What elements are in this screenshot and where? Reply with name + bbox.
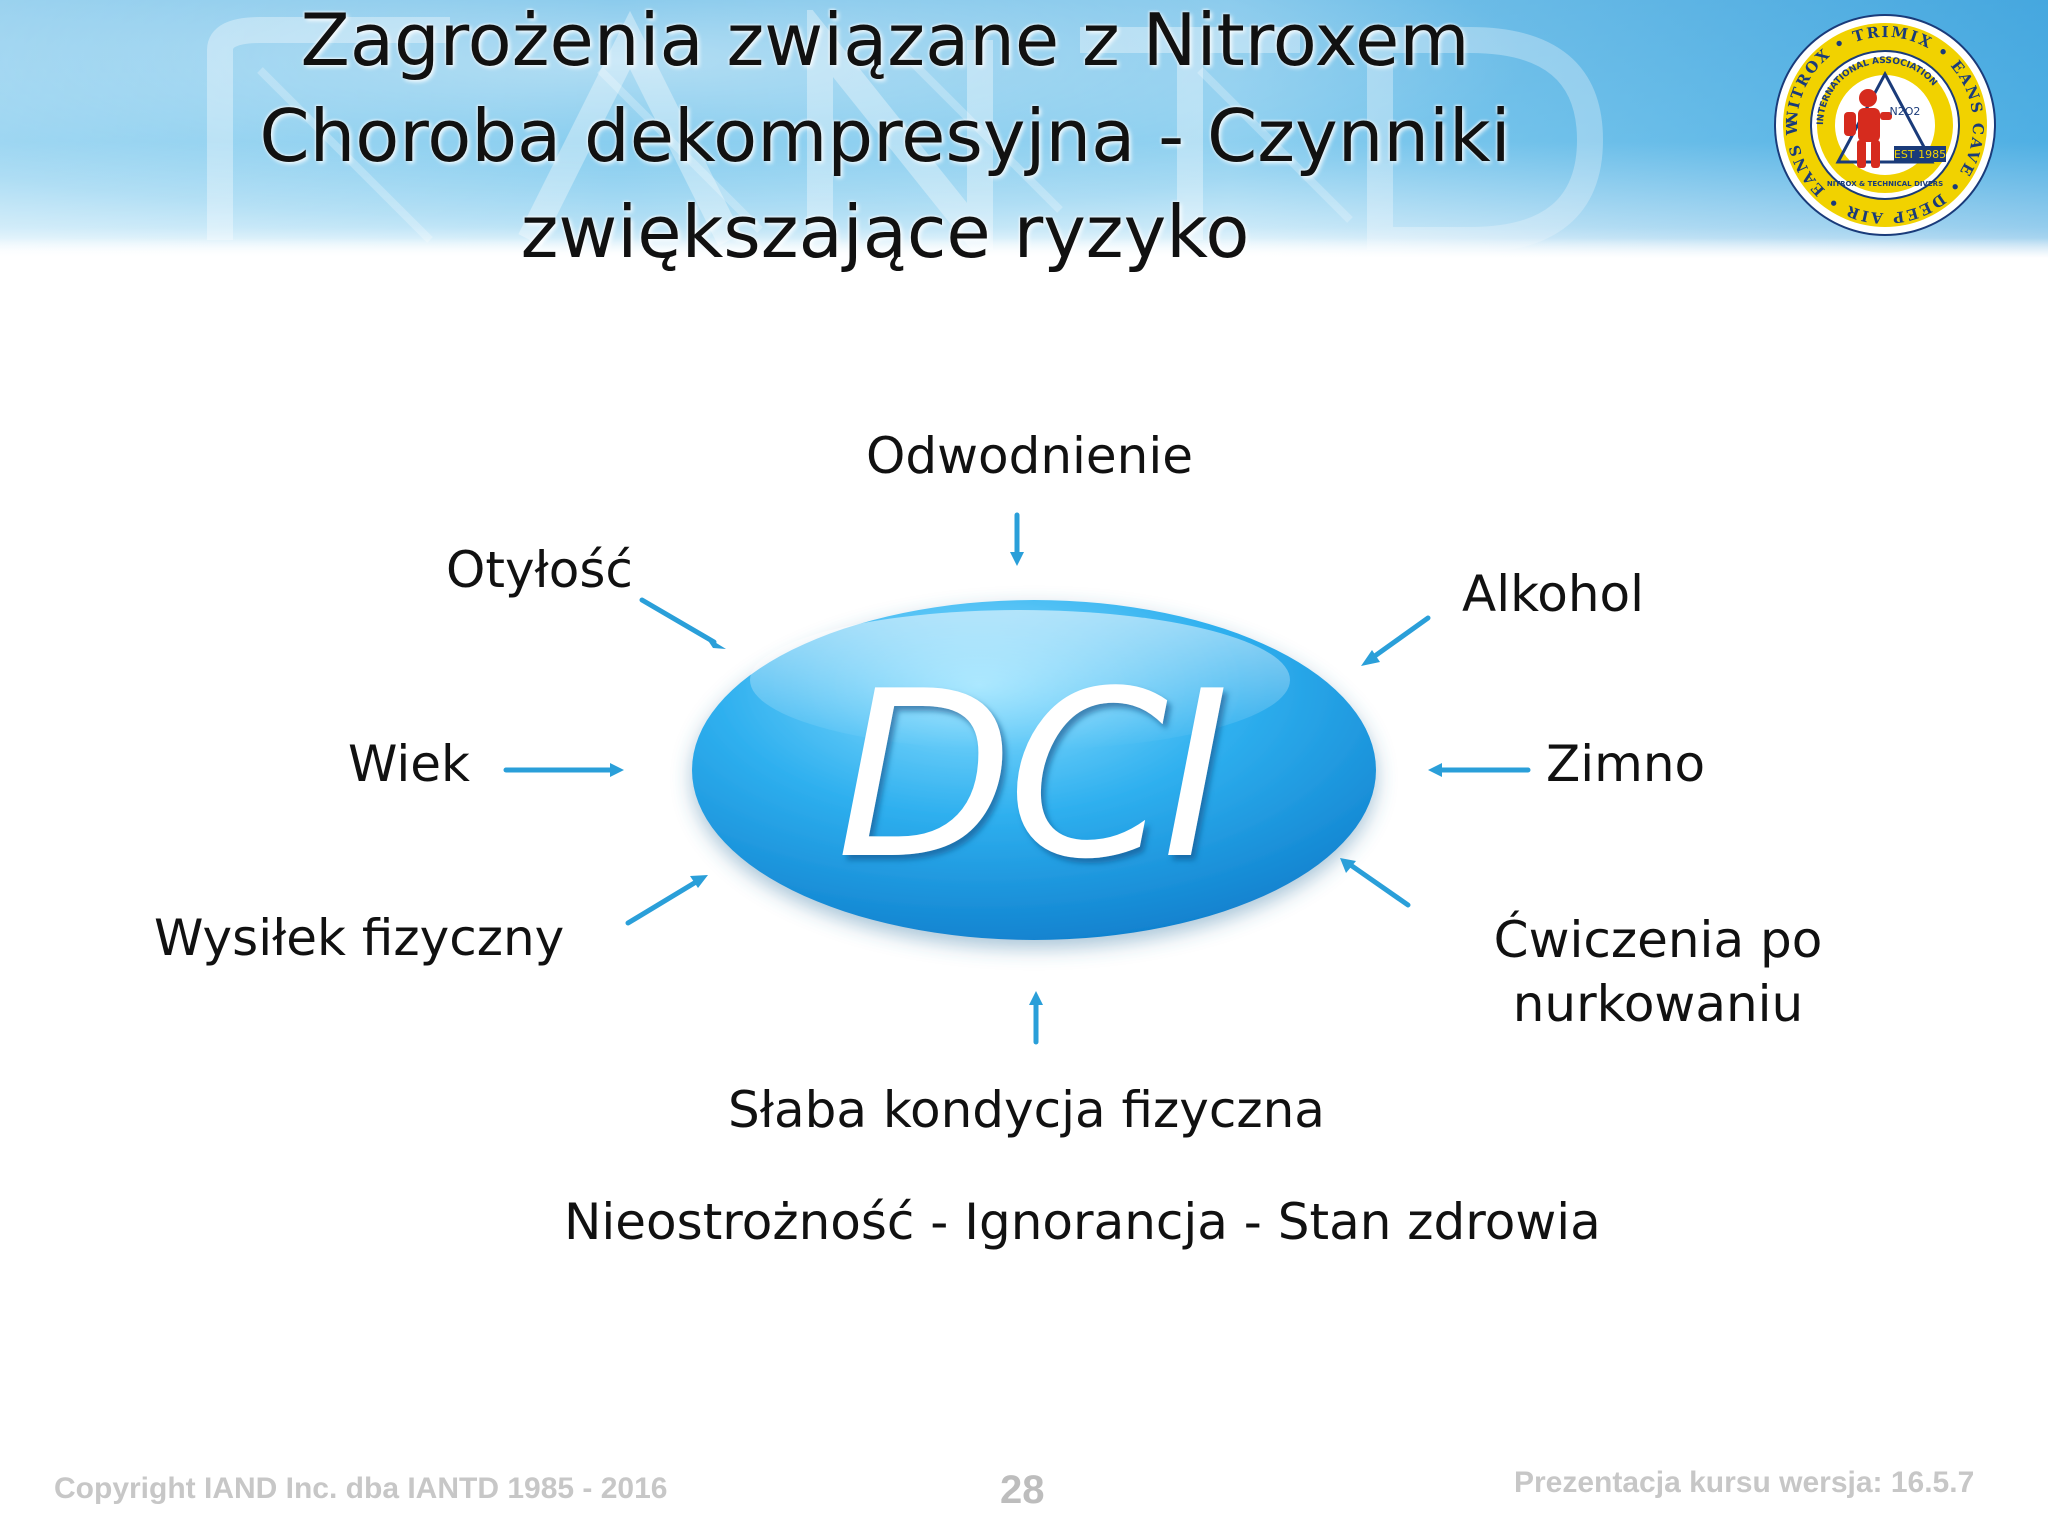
arrow-from-top xyxy=(1010,512,1024,566)
factor-bottom-right-line-1: Ćwiczenia po xyxy=(1493,911,1823,969)
diver-figure-icon xyxy=(1844,89,1892,168)
dci-label: DCI xyxy=(836,643,1224,910)
factor-top-left: Otyłość xyxy=(446,541,633,599)
factor-bottom-left: Wysiłek fizyczny xyxy=(154,909,565,967)
logo-badge-text: EST 1985 xyxy=(1894,148,1946,161)
title-line-1: Zagrożenia związane z Nitroxem xyxy=(300,0,1470,82)
title-line-3: zwiększające ryzyko xyxy=(520,190,1250,274)
factor-top: Odwodnienie xyxy=(866,427,1194,485)
footer-copyright: Copyright IAND Inc. dba IANTD 1985 - 201… xyxy=(54,1472,668,1505)
factor-bottom-right: Ćwiczenia po nurkowaniu xyxy=(1458,908,1858,1036)
factor-left: Wiek xyxy=(348,735,470,793)
logo-est-badge: EST 1985 xyxy=(1894,146,1946,162)
iantd-logo: NITROX • TRIMIX • EANS CAVE • DEEP AIR •… xyxy=(1772,12,1996,236)
arrow-from-left xyxy=(503,763,624,777)
arrow-from-right xyxy=(1428,763,1531,777)
arrow-from-top-right xyxy=(1361,615,1431,666)
header-sheen xyxy=(0,0,2048,258)
factor-right: Zimno xyxy=(1546,735,1706,793)
arrow-from-top-left xyxy=(639,597,726,649)
logo-formula: N2O2 xyxy=(1890,105,1921,118)
dci-ellipse xyxy=(692,600,1376,940)
slide-title: Zagrożenia związane z Nitroxem Choroba d… xyxy=(170,0,1600,280)
footer-version: Prezentacja kursu wersja: 16.5.7 xyxy=(1514,1466,1975,1499)
factor-bottom: Słaba kondycja fizyczna xyxy=(728,1081,1325,1139)
arrow-from-bottom xyxy=(1029,991,1043,1045)
arrow-from-bottom-right xyxy=(1340,858,1411,908)
arrow-from-bottom-left xyxy=(625,875,708,926)
factor-top-right: Alkohol xyxy=(1462,565,1645,623)
title-line-2: Choroba dekompresyjna - Czynniki xyxy=(259,94,1511,178)
header-fade xyxy=(0,238,2048,258)
factor-bottom-right-line-2: nurkowaniu xyxy=(1512,975,1804,1033)
logo-bottom-text: NITROX & TECHNICAL DIVERS xyxy=(1827,180,1943,188)
slide-header xyxy=(0,0,2048,258)
bottom-line: Nieostrożność - Ignorancja - Stan zdrowi… xyxy=(564,1193,1601,1251)
page-number: 28 xyxy=(1000,1468,1045,1512)
